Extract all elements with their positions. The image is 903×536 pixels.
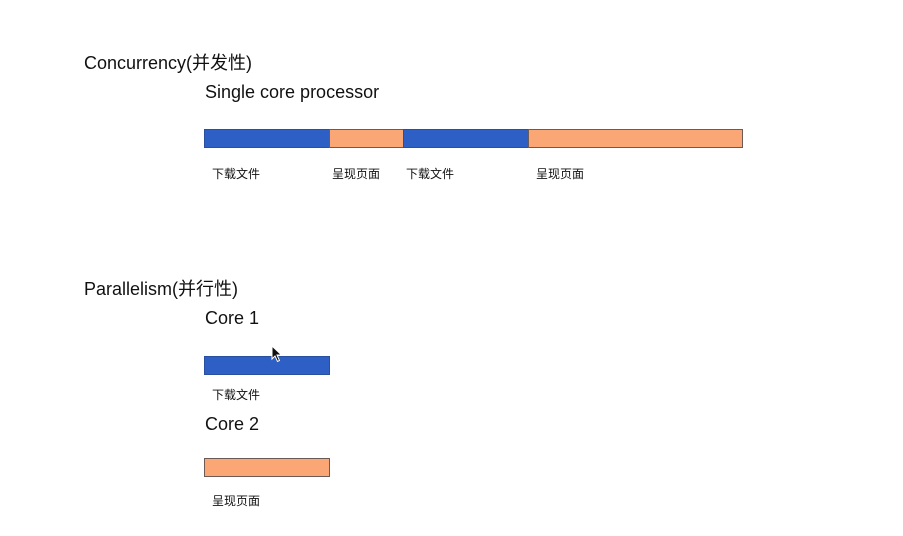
- core2-bar-render: [204, 458, 330, 477]
- core2-title: Core 2: [205, 414, 260, 434]
- single-core-subtitle: Single core processor: [205, 82, 380, 102]
- core1-bar-download: [204, 356, 330, 375]
- segment-label-render-1: 呈现页面: [332, 167, 381, 181]
- segment-label-render-2: 呈现页面: [536, 167, 585, 181]
- mouse-pointer-icon: [271, 345, 283, 363]
- core1-title: Core 1: [205, 308, 260, 328]
- segment-download-2: [403, 129, 529, 148]
- core2-label: 呈现页面: [212, 494, 261, 508]
- parallelism-heading: Parallelism(并行性): [84, 279, 239, 299]
- core1-label: 下载文件: [212, 388, 261, 402]
- concurrency-heading: Concurrency(并发性): [84, 53, 253, 73]
- segment-label-download-1: 下载文件: [212, 167, 261, 181]
- segment-download-1: [204, 129, 330, 148]
- segment-render-2: [528, 129, 743, 148]
- segment-render-1: [329, 129, 404, 148]
- segment-label-download-2: 下载文件: [406, 167, 455, 181]
